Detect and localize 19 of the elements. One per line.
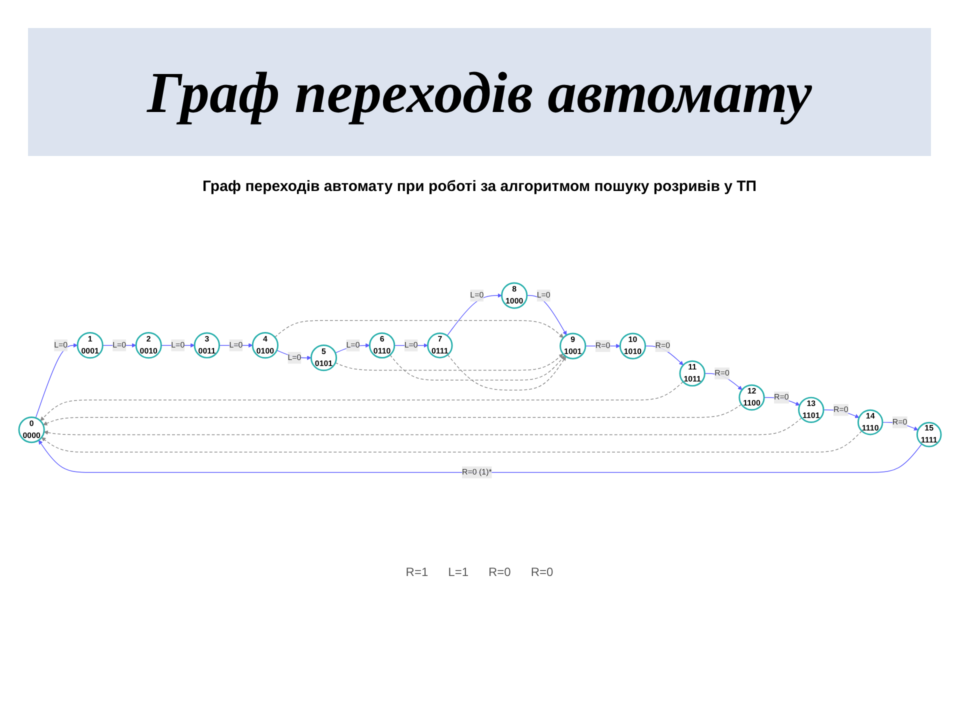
arrow <box>40 382 683 422</box>
note-label: L=1 <box>448 565 468 579</box>
note-label: R=0 <box>488 565 511 579</box>
arrow <box>43 418 802 436</box>
arrow <box>446 294 502 336</box>
arrow <box>446 354 566 391</box>
arrow <box>644 346 683 366</box>
note-label: R=1 <box>406 565 428 579</box>
arrow <box>526 296 566 336</box>
caption: Граф переходів автомату при роботі за алгоритмом пошуку розривів у ТП <box>201 178 758 195</box>
arrow <box>42 404 742 426</box>
arrow <box>334 354 563 371</box>
note-label: R=0 <box>530 565 554 579</box>
arrow <box>40 430 862 453</box>
title: Граф переходів автомату <box>147 58 812 126</box>
arrow <box>34 344 78 419</box>
arrow <box>389 354 564 381</box>
arrow <box>38 440 922 474</box>
arrow <box>274 320 564 338</box>
